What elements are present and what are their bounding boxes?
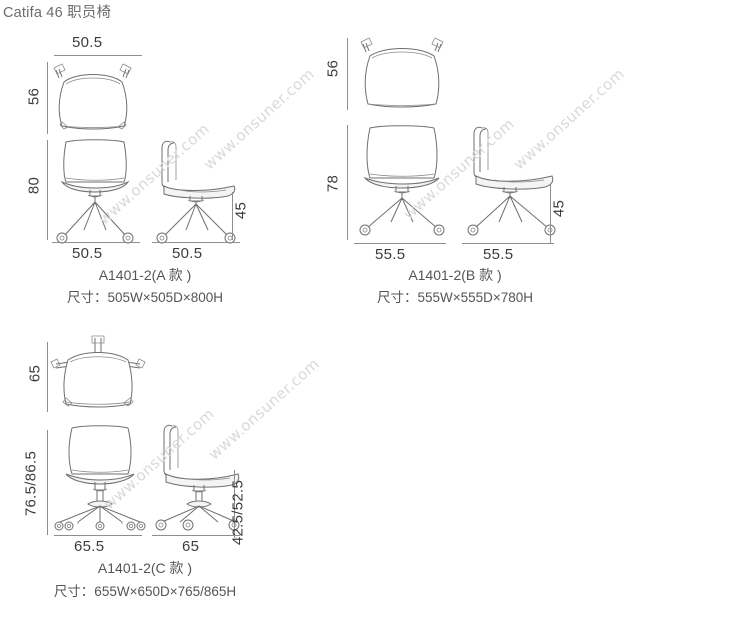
dim-line-seat-height-b bbox=[550, 185, 551, 243]
dim-front-width-b: 55.5 bbox=[375, 246, 406, 263]
dim-front-height-b: 78 bbox=[324, 174, 342, 193]
side-view-a bbox=[156, 140, 236, 244]
side-view-b bbox=[467, 126, 556, 236]
page-title: Catifa 46 职员椅 bbox=[3, 5, 112, 21]
dim-line-seat-height-a bbox=[232, 192, 233, 240]
spec-caption-b: 尺寸：555W×555D×780H bbox=[376, 290, 534, 305]
dim-front-height-c: 76.5/86.5 bbox=[22, 450, 40, 517]
spec-caption-c: 尺寸：655W×650D×765/865H bbox=[53, 584, 237, 599]
dim-side-width-c: 65 bbox=[182, 538, 200, 555]
dim-line-seat-height-c bbox=[234, 470, 235, 538]
dim-line-front-width-b bbox=[354, 243, 446, 244]
dim-line-front-height-c bbox=[47, 430, 48, 535]
dim-side-width-b: 55.5 bbox=[483, 246, 514, 263]
dim-line-top-width-a bbox=[54, 55, 142, 56]
dim-top-width-a: 50.5 bbox=[72, 34, 103, 51]
model-caption-a: A1401-2(A 款 ) bbox=[98, 267, 192, 283]
top-view-a bbox=[53, 63, 132, 130]
dim-seat-height-a: 45 bbox=[232, 201, 250, 220]
model-caption-c: A1401-2(C 款 ) bbox=[97, 560, 193, 576]
dim-line-front-height-a bbox=[47, 140, 48, 240]
dim-side-width-a: 50.5 bbox=[172, 245, 203, 262]
dim-line-top-depth-a bbox=[47, 62, 48, 134]
dim-line-top-depth-c bbox=[47, 342, 48, 412]
drawing-group-a: 50.5 56 80 bbox=[0, 0, 320, 310]
dim-front-width-c: 65.5 bbox=[74, 538, 105, 555]
dim-line-front-width-a bbox=[52, 242, 140, 243]
dim-line-front-height-b bbox=[347, 125, 348, 240]
front-view-a bbox=[56, 139, 134, 244]
dim-line-side-width-b bbox=[462, 243, 554, 244]
dim-front-width-a: 50.5 bbox=[72, 245, 103, 262]
dim-line-top-depth-b bbox=[347, 38, 348, 110]
dim-seat-height-b: 45 bbox=[550, 199, 568, 218]
drawing-group-c: 65 76.5/86.5 bbox=[0, 320, 330, 600]
top-view-c bbox=[50, 335, 146, 408]
side-view-c bbox=[155, 424, 240, 531]
dim-line-side-width-a bbox=[152, 242, 240, 243]
dim-seat-height-c: 42.5/52.5 bbox=[229, 479, 247, 546]
front-view-b bbox=[359, 125, 445, 236]
front-view-c bbox=[54, 425, 146, 531]
dim-top-depth-c: 65 bbox=[26, 364, 44, 383]
spec-caption-a: 尺寸：505W×505D×800H bbox=[66, 290, 224, 305]
dim-top-depth-a: 56 bbox=[25, 87, 43, 106]
dim-line-front-width-c bbox=[54, 535, 142, 536]
dim-top-depth-b: 56 bbox=[324, 59, 342, 78]
drawing-group-b: 56 78 bbox=[310, 0, 640, 310]
top-view-b bbox=[360, 37, 444, 108]
dim-line-side-width-c bbox=[152, 535, 240, 536]
dim-front-height-a: 80 bbox=[25, 176, 43, 195]
model-caption-b: A1401-2(B 款 ) bbox=[408, 267, 502, 283]
